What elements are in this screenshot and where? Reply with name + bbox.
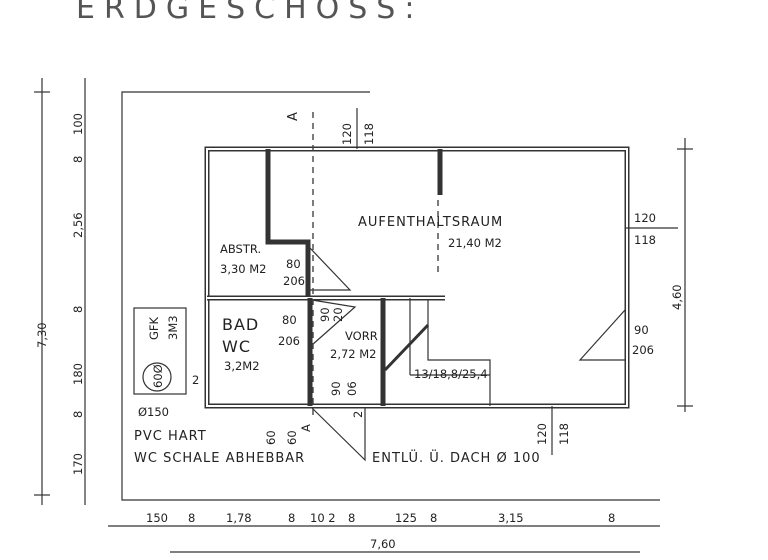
- door-swings: [309, 247, 626, 462]
- dim-bottom-part: 8: [188, 511, 195, 525]
- window-right-height: 118: [634, 233, 656, 247]
- window-right-width: 120: [634, 211, 656, 225]
- dim-left-part: 8: [71, 411, 85, 418]
- window-bad-width: 60: [264, 430, 278, 445]
- septic-tank: GFK 3M3 60Ø 2: [133, 307, 199, 395]
- room-aufenthalt-area: 21,40 M2: [448, 236, 502, 250]
- dim-bottom-part: 1,78: [226, 511, 252, 525]
- room-abstr-name: ABSTR.: [220, 242, 261, 256]
- dim-left-total: 7,30: [35, 322, 49, 348]
- dim-bottom-part: 8: [430, 511, 437, 525]
- room-bad-area: 3,2M2: [224, 359, 260, 373]
- dim-left-part: 170: [71, 453, 85, 475]
- vorr-door-width: 90: [318, 307, 332, 322]
- section-marker-bottom: A: [299, 424, 313, 432]
- walls: [204, 146, 630, 409]
- dimension-right: 4,60: [670, 138, 693, 412]
- dim-left-part: 2,56: [71, 212, 85, 238]
- dimension-left: 7,30 100 8 2,56 8 180 8 170: [34, 78, 86, 505]
- window-top-height: 118: [362, 123, 376, 145]
- entry-door-height: 06: [345, 381, 359, 396]
- section-marker-top: A: [286, 111, 301, 121]
- room-bad-name: BAD: [222, 315, 259, 334]
- room-vorr-area: 2,72 M2: [330, 347, 377, 361]
- entry-door-width: 90: [329, 381, 343, 396]
- abstr-door-height: 206: [283, 274, 305, 288]
- window-bottom-width: 120: [535, 423, 549, 445]
- tank-label-diameter: 60Ø: [151, 364, 165, 388]
- stair-label: 13/18,8/25,4: [414, 367, 488, 381]
- dim-left-part: 180: [71, 363, 85, 385]
- room-abstr-area: 3,30 M2: [220, 262, 267, 276]
- site-frame: [121, 91, 660, 501]
- note-pipe: Ø150: [138, 405, 169, 419]
- dim-bottom-total: 7,60: [370, 537, 396, 551]
- dim-bottom-part: 8: [608, 511, 615, 525]
- window-top-width: 120: [340, 123, 354, 145]
- dim-bottom-part: 10 2: [310, 511, 336, 525]
- tank-label-volume: 3M3: [166, 315, 180, 340]
- window-bad-height: 60: [285, 430, 299, 445]
- dim-left-part: 8: [71, 306, 85, 313]
- dim-left-part: 100: [71, 113, 85, 135]
- dim-left-part: 8: [71, 156, 85, 163]
- plan-title: ERDGESCHOSS:: [76, 0, 423, 26]
- dimension-bottom: 150 8 1,78 8 10 2 8 125 8 3,15 8 7,60: [108, 511, 660, 553]
- door-right-width: 90: [634, 323, 649, 337]
- note-wc: WC SCHALE ABHEBBAR: [134, 451, 305, 466]
- dim-bottom-part: 8: [348, 511, 355, 525]
- dim-bottom-part: 125: [395, 511, 417, 525]
- room-aufenthalt-name: AUFENTHALTSRAUM: [358, 215, 503, 230]
- dim-bottom-part: 150: [146, 511, 168, 525]
- dim-bottom-part: 3,15: [498, 511, 524, 525]
- entry-door-extra: 2: [351, 411, 365, 418]
- dim-bottom-part: 8: [288, 511, 295, 525]
- window-bottom-height: 118: [557, 423, 571, 445]
- room-vorr-name: VORR: [345, 329, 378, 343]
- tank-pipe-dim: 2: [192, 373, 199, 387]
- note-pvc: PVC HART: [134, 429, 207, 444]
- bad-door-height: 206: [278, 334, 300, 348]
- room-bad-name2: WC: [222, 337, 251, 356]
- abstr-door-width: 80: [286, 257, 301, 271]
- tank-label-gfk: GFK: [147, 316, 161, 340]
- note-vent: ENTLÜ. Ü. DACH Ø 100: [372, 449, 541, 466]
- dim-right-total: 4,60: [670, 284, 684, 310]
- vorr-door-height: 20: [331, 307, 345, 322]
- door-right-height: 206: [632, 343, 654, 357]
- bad-door-width: 80: [282, 313, 297, 327]
